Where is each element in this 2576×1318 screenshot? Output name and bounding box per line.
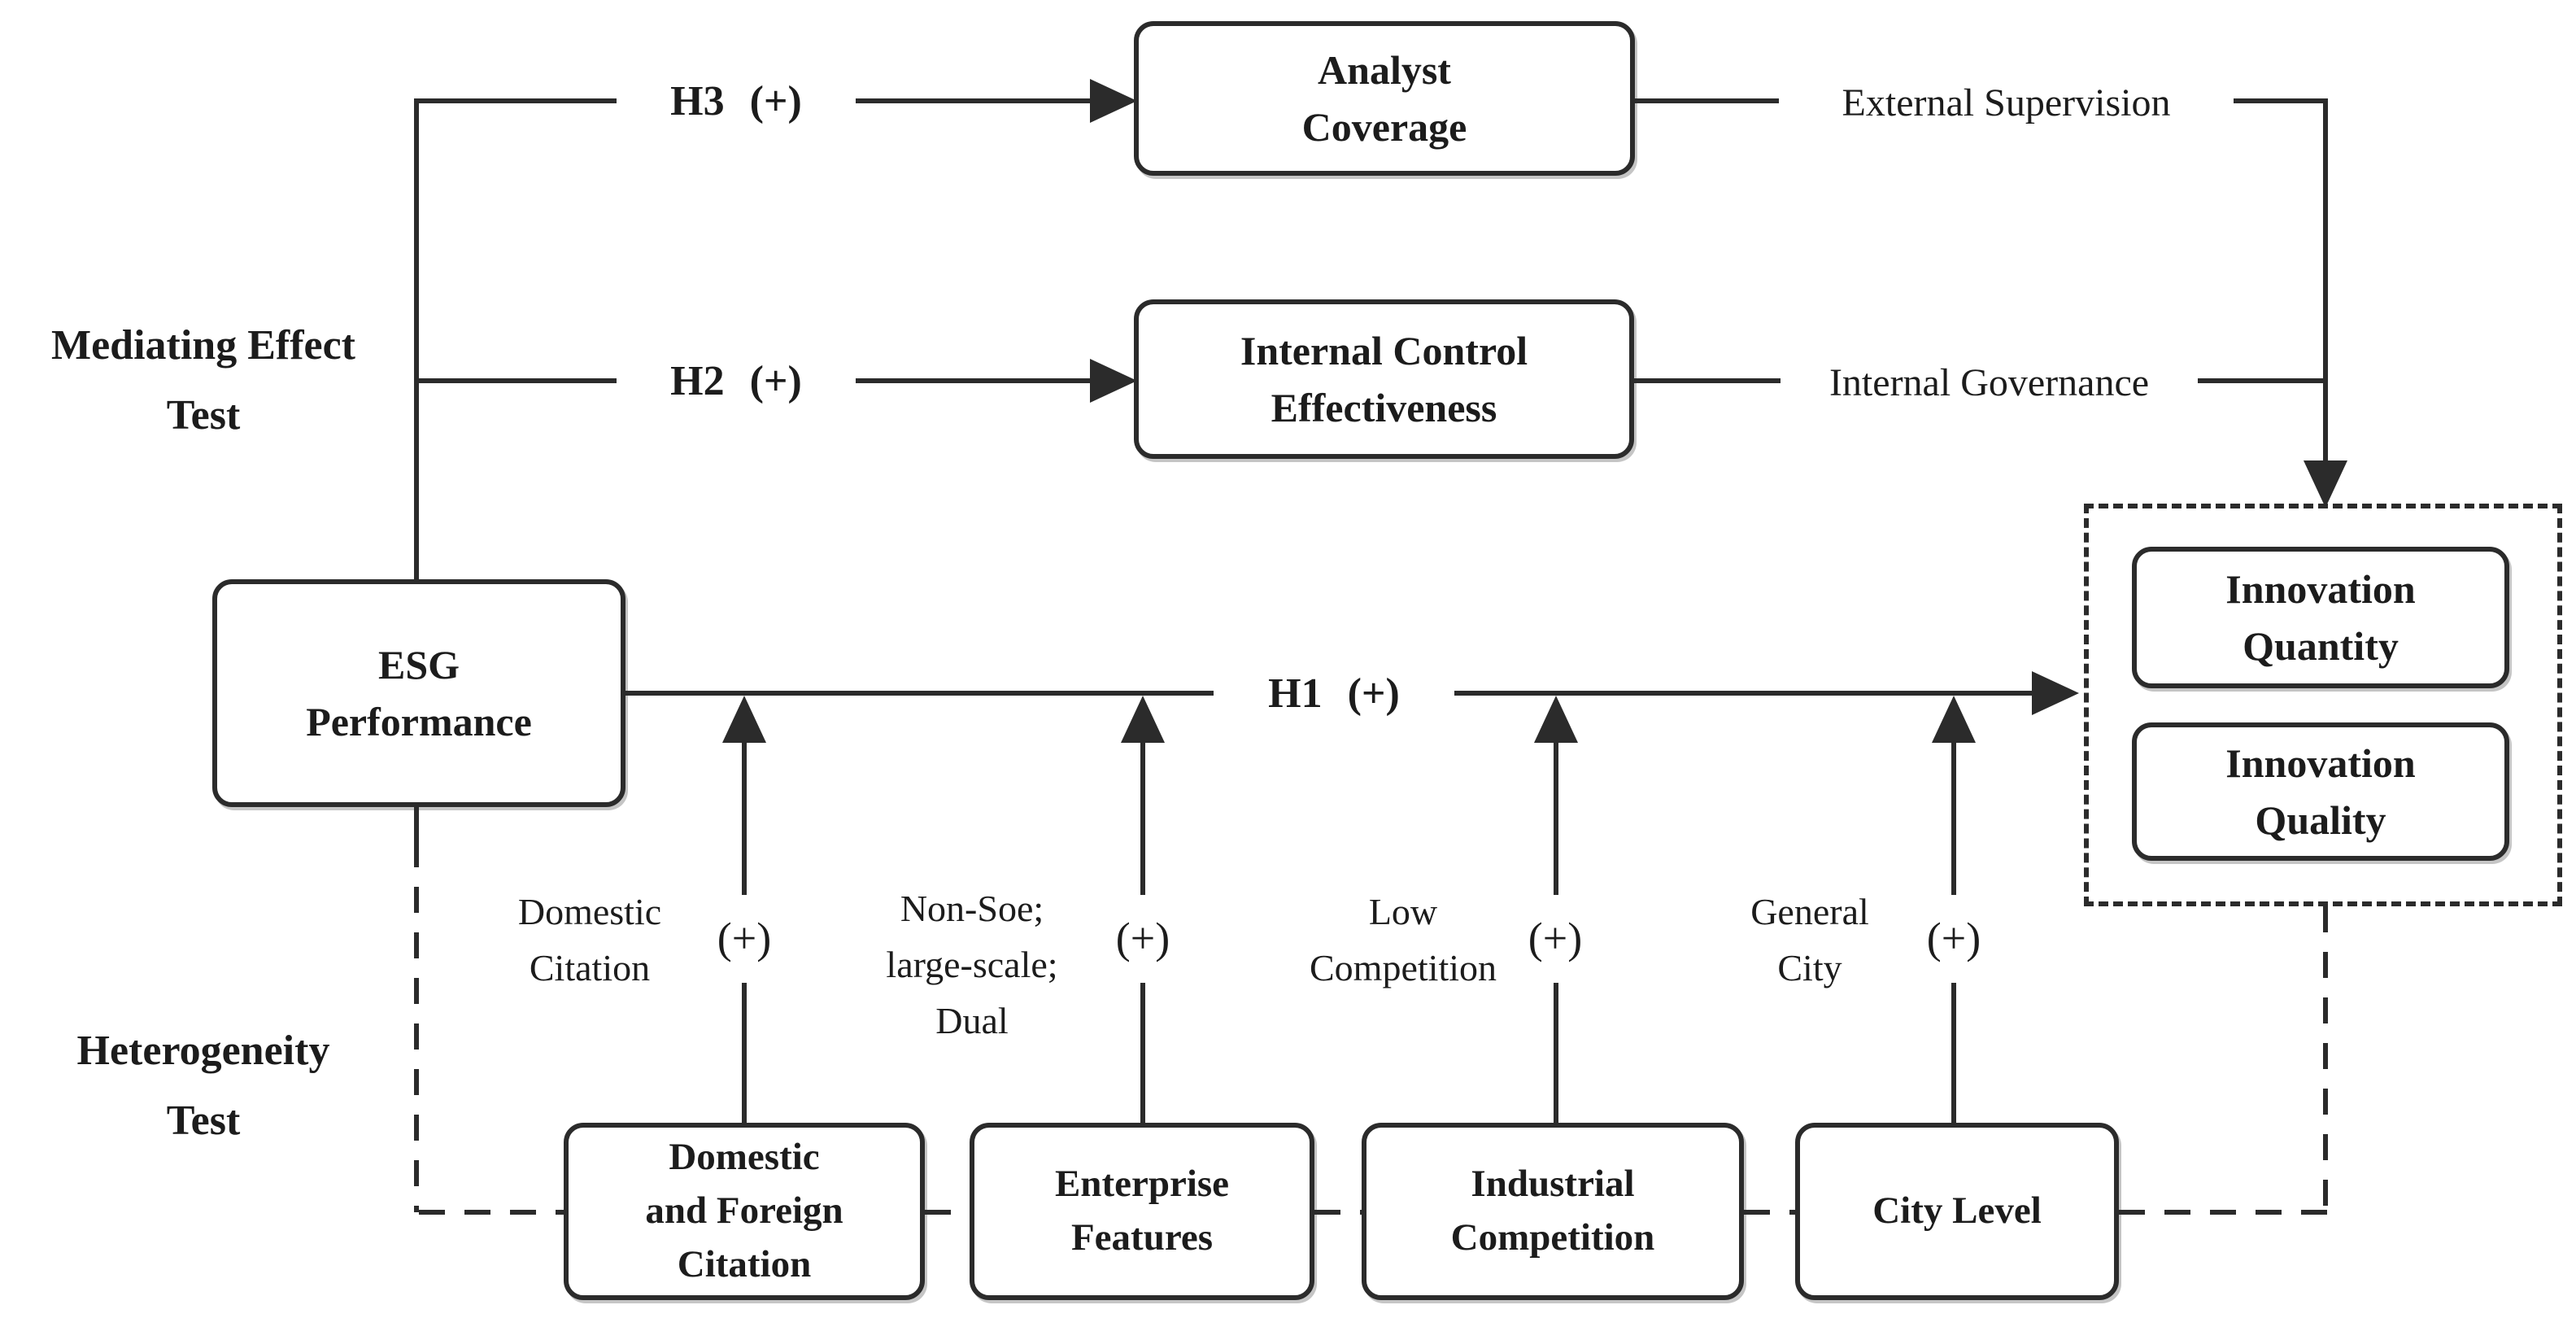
h3-line-left xyxy=(416,98,617,103)
city-level-arrowhead-icon xyxy=(1932,696,1976,743)
innovation-outcome-group xyxy=(2084,504,2562,906)
h2-label: H2 (+) xyxy=(670,357,802,404)
dashed-connector-enterprise-industrial xyxy=(1314,1210,1362,1215)
city-level-sign: (+) xyxy=(1926,913,1981,962)
h2-line-left xyxy=(416,378,617,383)
domestic-citation-arrowhead-icon xyxy=(722,696,766,743)
internal-control-node: Internal Control Effectiveness xyxy=(1134,299,1634,459)
city-level-node: City Level xyxy=(1795,1123,2119,1300)
domestic-citation-sign: (+) xyxy=(717,913,772,962)
dashed-connector-citation-enterprise xyxy=(925,1210,970,1215)
h3-arrowhead-icon xyxy=(1090,79,1137,123)
industrial-competition-line-upper xyxy=(1554,741,1558,895)
enterprise-features-node: Enterprise Features xyxy=(970,1123,1314,1300)
h2-line-right xyxy=(856,378,1092,383)
esg-down-stub-line xyxy=(414,807,419,841)
domestic-foreign-citation-node: Domestic and Foreign Citation xyxy=(564,1123,925,1300)
enterprise-features-moderator-label: Non-Soe; large-scale; Dual xyxy=(886,887,1058,1041)
city-level-line-upper xyxy=(1951,741,1956,895)
esg-performance-node: ESG Performance xyxy=(212,579,625,807)
domestic-citation-moderator-label: Domestic Citation xyxy=(517,891,662,988)
mediators-to-outcome-line xyxy=(2323,98,2328,460)
h1-line-right xyxy=(1454,691,2033,696)
h3-line-right xyxy=(856,98,1092,103)
esg-up-connector-line xyxy=(414,98,419,579)
industrial-competition-moderator-label: Low Competition xyxy=(1310,891,1497,988)
city-level-moderator-label: General City xyxy=(1750,891,1869,988)
heterogeneity-dashed-horizontal-left xyxy=(419,1210,564,1215)
internal-governance-label: Internal Governance xyxy=(1828,360,2150,404)
heterogeneity-dashed-vertical-left xyxy=(414,841,419,1212)
domestic-citation-line-upper xyxy=(742,741,747,895)
internal-governance-line-left xyxy=(1634,378,1781,383)
industrial-competition-line-lower xyxy=(1554,983,1558,1123)
enterprise-features-line-lower xyxy=(1140,983,1145,1123)
analyst-coverage-node: Analyst Coverage xyxy=(1134,21,1635,176)
h1-arrowhead-icon xyxy=(2032,671,2079,715)
external-supervision-line-right xyxy=(2234,98,2328,103)
enterprise-features-line-upper xyxy=(1140,741,1145,895)
innovation-quantity-node: Innovation Quantity xyxy=(2132,547,2509,688)
enterprise-features-sign: (+) xyxy=(1115,913,1170,962)
external-supervision-line-left xyxy=(1635,98,1779,103)
h2-arrowhead-icon xyxy=(1090,359,1137,403)
external-supervision-label: External Supervision xyxy=(1842,81,2171,124)
innovation-quality-node: Innovation Quality xyxy=(2132,722,2509,861)
industrial-competition-sign: (+) xyxy=(1528,913,1583,962)
h1-label: H1 (+) xyxy=(1268,670,1400,717)
enterprise-features-arrowhead-icon xyxy=(1121,696,1165,743)
h3-label: H3 (+) xyxy=(670,77,802,124)
outcome-down-arrowhead-icon xyxy=(2304,460,2347,508)
heterogeneity-test-label: Heterogeneity Test xyxy=(76,1028,330,1144)
internal-governance-line-right xyxy=(2198,378,2328,383)
dashed-connector-industrial-city xyxy=(1744,1210,1795,1215)
city-level-line-lower xyxy=(1951,983,1956,1123)
h1-line-left xyxy=(625,691,1214,696)
mediating-effect-test-label: Mediating Effect Test xyxy=(50,322,355,439)
domestic-citation-line-lower xyxy=(742,983,747,1123)
industrial-competition-arrowhead-icon xyxy=(1534,696,1578,743)
heterogeneity-dashed-horizontal-right xyxy=(2119,1210,2328,1215)
heterogeneity-dashed-vertical-right xyxy=(2323,906,2328,1215)
industrial-competition-node: Industrial Competition xyxy=(1362,1123,1744,1300)
